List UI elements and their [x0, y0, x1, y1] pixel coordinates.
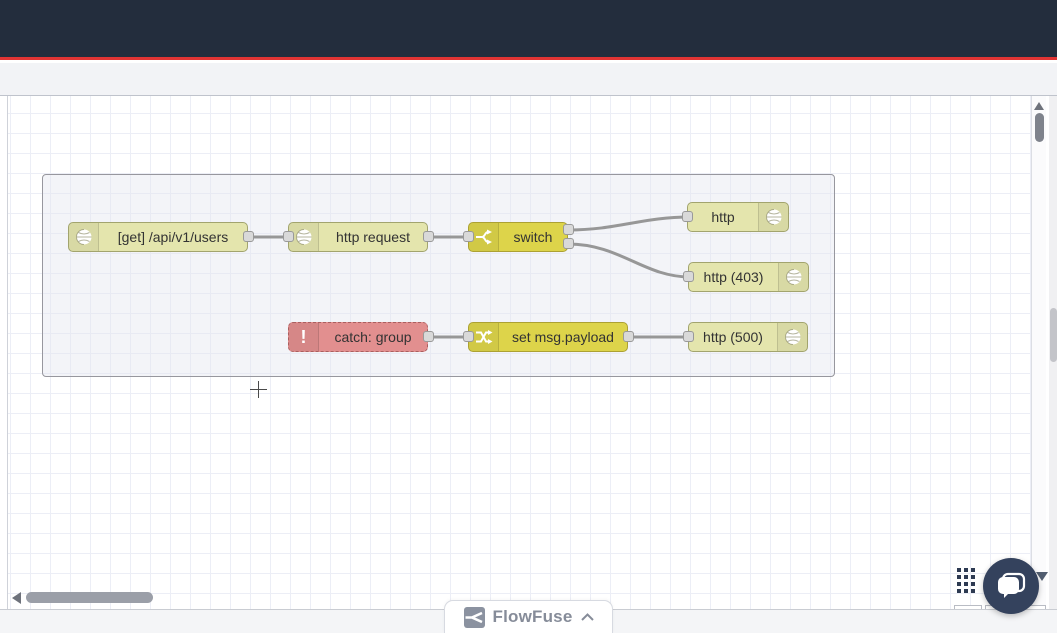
flowfuse-drawer-toggle[interactable]: FlowFuse [444, 600, 613, 633]
globe-icon [289, 223, 319, 251]
flowfuse-logo-icon [463, 606, 485, 628]
globe-icon [758, 203, 788, 231]
page-scrollbar-thumb[interactable] [1050, 308, 1057, 362]
input-port[interactable] [683, 271, 694, 282]
vscroll-up-arrow[interactable] [1034, 102, 1044, 110]
chat-drag-handle[interactable] [957, 568, 976, 594]
hscroll-thumb[interactable] [26, 592, 153, 603]
node-http-response-2[interactable]: http (403) [688, 262, 809, 292]
node-label: catch: group [334, 329, 412, 345]
canvas-crosshair-cursor [258, 381, 259, 398]
node-label: switch [513, 229, 553, 245]
input-port[interactable] [463, 331, 474, 342]
node-http-response-1[interactable]: http [687, 202, 789, 232]
input-port[interactable] [283, 231, 294, 242]
globe-icon [777, 323, 807, 351]
output-port-2[interactable] [563, 238, 574, 249]
flow-canvas[interactable] [8, 96, 1046, 633]
vscroll-thumb[interactable] [1035, 113, 1044, 142]
output-port-1[interactable] [563, 224, 574, 235]
app-header [0, 0, 1057, 60]
node-switch[interactable]: switch [468, 222, 568, 252]
node-catch[interactable]: ! catch: group [288, 322, 428, 352]
output-port[interactable] [423, 331, 434, 342]
vscroll-track[interactable] [1031, 96, 1046, 609]
exclamation-icon: ! [289, 323, 319, 351]
node-http-response-3[interactable]: http (500) [688, 322, 808, 352]
node-http-in[interactable]: [get] /api/v1/users [68, 222, 248, 252]
input-port[interactable] [463, 231, 474, 242]
node-label: [get] /api/v1/users [117, 229, 229, 245]
node-label: set msg.payload [512, 329, 614, 345]
chat-bubble-icon [998, 572, 1026, 598]
palette-collapsed-gutter [0, 63, 8, 633]
globe-icon [778, 263, 808, 291]
node-label: http (403) [703, 269, 764, 285]
output-port[interactable] [243, 231, 254, 242]
input-port[interactable] [682, 211, 693, 222]
input-port[interactable] [683, 331, 694, 342]
node-change[interactable]: set msg.payload [468, 322, 628, 352]
hscroll-left-arrow[interactable] [12, 592, 21, 604]
node-label: http [711, 209, 735, 225]
vscroll-down-arrow[interactable] [1036, 572, 1048, 581]
flowfuse-label: FlowFuse [492, 607, 573, 626]
shuffle-icon [469, 323, 499, 351]
node-label: http (500) [703, 329, 763, 345]
node-label: http request [336, 229, 410, 245]
globe-icon [69, 223, 99, 251]
output-port[interactable] [423, 231, 434, 242]
output-port[interactable] [623, 331, 634, 342]
node-http-request[interactable]: http request [288, 222, 428, 252]
chevron-up-icon [580, 613, 594, 621]
chat-launcher-button[interactable] [983, 558, 1039, 614]
flow-tab-bar [0, 63, 1057, 96]
switch-icon [469, 223, 499, 251]
